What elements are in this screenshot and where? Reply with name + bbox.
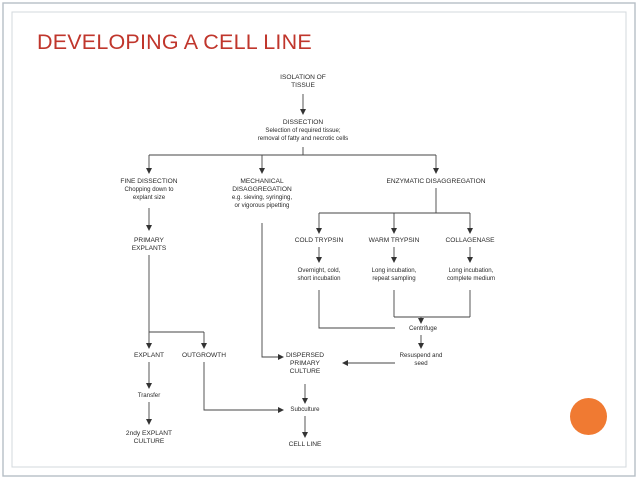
node-primary-explants-line2: EXPLANTS (131, 245, 167, 253)
node-mechanical-line2: DISAGGREGATION (232, 186, 292, 194)
arrow-outgrowth-subculture (203, 362, 284, 413)
node-primary-explants: PRIMARY EXPLANTS (119, 237, 179, 253)
connector-cold-centrifuge (318, 290, 395, 329)
node-second-explant: 2ndy EXPLANT CULTURE (114, 430, 184, 446)
node-cell-line-title: CELL LINE (288, 441, 322, 448)
node-dispersed-line1: DISPERSED (285, 352, 325, 359)
node-subculture-label: Subculture (290, 406, 320, 413)
node-dissection-detail2: removal of fatty and necrotic cells (257, 134, 349, 142)
node-warm-detail: Long incubation, repeat sampling (359, 267, 429, 282)
node-subculture: Subculture (280, 406, 330, 414)
node-isolation-line2: TISSUE (291, 82, 315, 90)
node-collagenase-detail: Long incubation, complete medium (435, 267, 507, 282)
node-dispersed: DISPERSED PRIMARY CULTURE (277, 352, 333, 376)
node-mechanical-detail1: e.g. sieving, syringing, (231, 194, 293, 202)
node-isolation: ISOLATION OF TISSUE (273, 74, 333, 90)
node-centrifuge: Centrifuge (398, 325, 448, 333)
node-warm-trypsin: WARM TRYPSIN (364, 237, 424, 245)
node-explant-title: EXPLANT (133, 352, 165, 359)
node-transfer: Transfer (124, 392, 174, 400)
node-resuspend-line2: seed (414, 359, 428, 367)
node-explant: EXPLANT (124, 352, 174, 360)
node-mechanical-detail2: or vigorous pipetting (234, 201, 290, 209)
node-enzymatic: ENZYMATIC DISAGGREGATION (371, 178, 501, 186)
node-fine-dissection-detail1: Chopping down to (124, 186, 174, 194)
node-resuspend: Resuspend and seed (391, 352, 451, 367)
node-mechanical: MECHANICAL DISAGGREGATION e.g. sieving, … (214, 178, 310, 209)
node-cold-detail: Overnight, cold, short incubation (284, 267, 354, 282)
node-cold-detail-line1: Overnight, cold, (297, 267, 341, 274)
node-isolation-line1: ISOLATION OF (280, 74, 326, 81)
node-centrifuge-label: Centrifuge (408, 325, 438, 332)
node-collagenase-detail-line1: Long incubation, (448, 267, 494, 274)
node-second-explant-line2: CULTURE (133, 438, 165, 446)
node-warm-detail-line2: repeat sampling (372, 274, 416, 282)
node-resuspend-line1: Resuspend and (399, 352, 443, 359)
node-warm-detail-line1: Long incubation, (371, 267, 417, 274)
node-cell-line: CELL LINE (280, 441, 330, 449)
node-collagenase: COLLAGENASE (440, 237, 500, 245)
arrow-mechanical-dispersed (261, 223, 284, 360)
node-dissection-detail1: Selection of required tissue; (265, 127, 341, 135)
node-outgrowth-title: OUTGROWTH (182, 352, 226, 359)
node-enzymatic-title: ENZYMATIC DISAGGREGATION (386, 178, 486, 185)
node-dissection-title: DISSECTION (282, 119, 324, 126)
node-fine-dissection-detail2: explant size (132, 193, 166, 201)
node-primary-explants-line1: PRIMARY (134, 237, 164, 244)
accent-circle (570, 398, 607, 435)
node-mechanical-line1: MECHANICAL (240, 178, 284, 185)
slide-title: DEVELOPING A CELL LINE (37, 30, 312, 54)
node-dispersed-line2: PRIMARY (290, 360, 320, 368)
node-dispersed-line3: CULTURE (289, 368, 321, 376)
node-warm-trypsin-title: WARM TRYPSIN (368, 237, 420, 244)
node-collagenase-detail-line2: complete medium (446, 274, 496, 282)
node-cold-trypsin: COLD TRYPSIN (289, 237, 349, 245)
node-second-explant-line1: 2ndy EXPLANT (125, 430, 173, 437)
node-fine-dissection-title: FINE DISSECTION (120, 178, 178, 185)
node-dissection: DISSECTION Selection of required tissue;… (233, 119, 373, 142)
node-cold-trypsin-title: COLD TRYPSIN (294, 237, 344, 244)
node-fine-dissection: FINE DISSECTION Chopping down to explant… (109, 178, 189, 201)
node-outgrowth: OUTGROWTH (176, 352, 232, 360)
node-cold-detail-line2: short incubation (297, 274, 341, 282)
node-transfer-label: Transfer (137, 392, 161, 399)
node-collagenase-title: COLLAGENASE (445, 237, 495, 244)
